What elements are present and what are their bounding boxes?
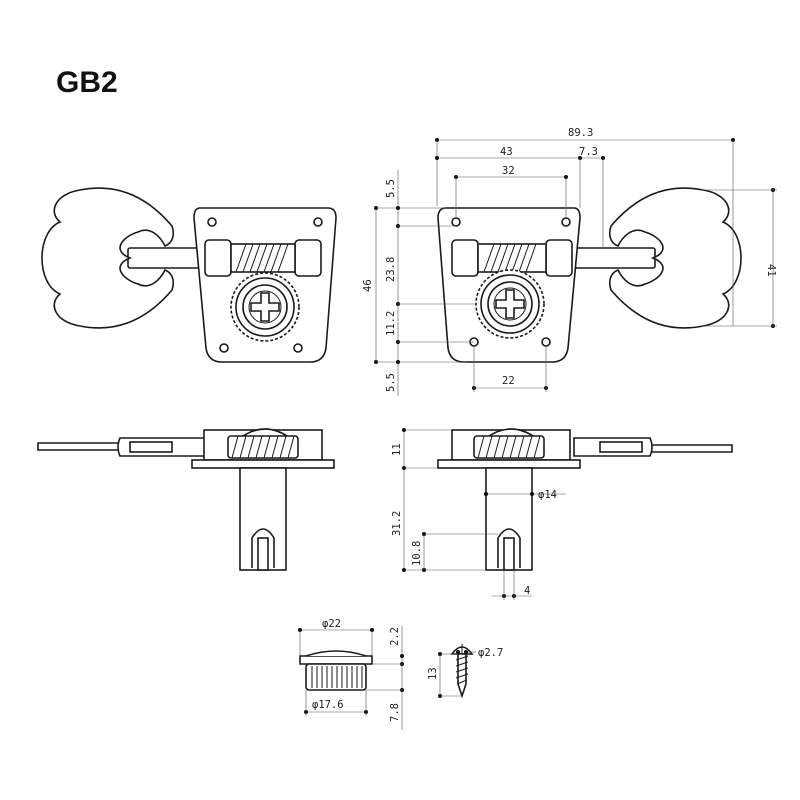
dim-plate: 11	[391, 443, 403, 456]
dim-bottom-span: 22	[502, 375, 515, 387]
dim-upper: 23.8	[385, 257, 397, 282]
dim-screw-diameter: φ2.7	[478, 647, 503, 659]
dim-height: 46	[362, 279, 374, 292]
bushing-dimensions: φ22 φ17.6 2.2 7.8	[298, 618, 404, 730]
dim-post-length: 31.2	[391, 511, 403, 536]
dim-inner-span: 32	[502, 165, 515, 177]
dim-body-diameter: φ17.6	[312, 699, 344, 711]
dim-lower: 11.2	[385, 311, 397, 336]
screw-dimensions: 13 φ2.7	[427, 647, 503, 698]
dim-top-margin: 5.5	[385, 179, 397, 198]
dim-button-height: 41	[765, 264, 777, 277]
tuner-button-left	[41, 187, 175, 329]
dim-body-height: 7.8	[389, 703, 401, 722]
front-view-right	[437, 187, 742, 363]
front-view-left	[41, 187, 337, 363]
side-dimensions: 11 31.2 10.8 φ14 4	[391, 428, 566, 600]
bushing	[299, 650, 373, 691]
side-view-left	[37, 428, 335, 571]
side-view-right	[437, 428, 733, 571]
front-dimensions: 89.3 43 7.3 32 46 5.5 23.8 11.2 5.5	[362, 127, 777, 396]
dim-overall-width: 89.3	[568, 127, 593, 139]
dim-slot-width: 4	[524, 585, 530, 597]
tuner-button-right	[608, 187, 742, 329]
dim-bottom-margin: 5.5	[385, 373, 397, 392]
dim-flange-height: 2.2	[389, 627, 401, 646]
dim-screw-length: 13	[427, 667, 439, 680]
dim-post-diameter: φ14	[538, 489, 557, 501]
drawing-title: GB2	[56, 66, 118, 99]
dim-flange-diameter: φ22	[322, 618, 341, 630]
dim-offset: 7.3	[579, 146, 598, 158]
dim-slot-depth: 10.8	[411, 541, 423, 566]
dim-hole-span: 43	[500, 146, 513, 158]
